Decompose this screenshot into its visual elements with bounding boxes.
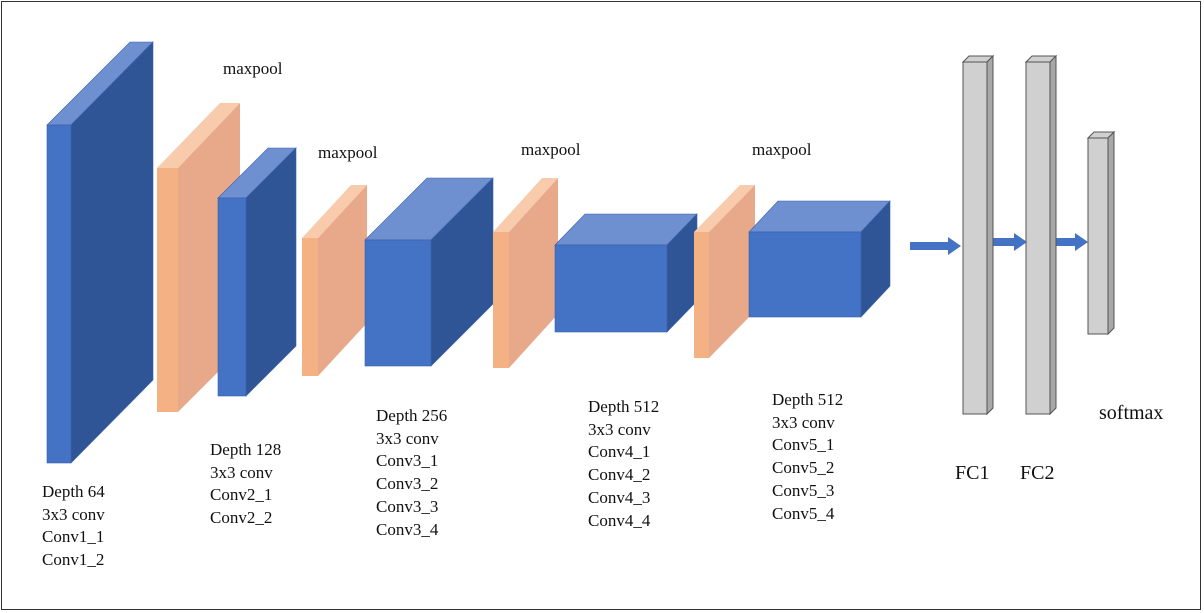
maxpool-label-3: maxpool <box>521 140 581 159</box>
maxpool-layer-3-top <box>493 178 558 232</box>
block-4-layer-1: Conv4_1 <box>588 442 651 462</box>
block-1-depth: Depth 64 <box>42 482 105 501</box>
block-5-layer-2: Conv5_2 <box>772 458 835 478</box>
block-3-kernel: 3x3 conv <box>376 428 439 448</box>
conv-block-1 <box>46 41 154 464</box>
fc1-layer <box>961 54 995 416</box>
block-3-depth: Depth 256 <box>376 406 448 425</box>
maxpool-label-4: maxpool <box>752 140 812 159</box>
block-4-depth: Depth 512 <box>588 397 660 416</box>
fc1-layer-front <box>962 61 988 415</box>
fc2-layer-side <box>1049 54 1057 416</box>
maxpool-layer-2-top <box>302 185 367 238</box>
fc1-label: FC1 <box>955 462 990 484</box>
softmax-layer-front <box>1087 137 1109 335</box>
block-2-layer-2: Conv2_2 <box>210 508 273 528</box>
block-5-kernel: 3x3 conv <box>772 412 835 432</box>
block-5-label: Depth 512 3x3 conv Conv5_1 Conv5_2 Conv5… <box>772 389 843 525</box>
fc1-layer-side <box>986 54 994 416</box>
block-3-layer-1: Conv3_1 <box>376 451 439 471</box>
block-4-layer-4: Conv4_4 <box>588 510 651 530</box>
maxpool-layer-2 <box>302 185 367 376</box>
block-3-layer-2: Conv3_2 <box>376 474 439 494</box>
block-2-layer-1: Conv2_1 <box>210 485 273 505</box>
block-2-depth: Depth 128 <box>210 440 282 459</box>
block-1-layer-1: Conv1_1 <box>42 527 105 547</box>
maxpool-layer-3-front <box>493 232 509 368</box>
maxpool-label-1: maxpool <box>223 59 283 78</box>
maxpool-layer-4 <box>694 185 755 358</box>
softmax-label: softmax <box>1099 402 1164 424</box>
block-4-kernel: 3x3 conv <box>588 419 651 439</box>
block-2-label: Depth 128 3x3 conv Conv2_1 Conv2_2 <box>210 439 281 530</box>
maxpool-layer-2-front <box>302 238 318 376</box>
block-4-layer-3: Conv4_3 <box>588 487 651 507</box>
flow-arrow-2 <box>992 233 1027 251</box>
fc2-layer-front <box>1025 61 1051 415</box>
maxpool-layer-3 <box>493 178 558 368</box>
block-3-layer-4: Conv3_4 <box>376 519 439 539</box>
maxpool-layer-4-front <box>694 232 709 358</box>
maxpool-layer-4-side <box>709 185 755 358</box>
maxpool-layer-2-side <box>318 185 367 376</box>
flow-arrow-3 <box>1053 233 1088 251</box>
maxpool-layer-3-side <box>509 178 558 368</box>
maxpool-layer-4-top <box>694 185 755 232</box>
block-1-label: Depth 64 3x3 conv Conv1_1 Conv1_2 <box>42 481 105 572</box>
conv-block-5-front <box>748 231 862 318</box>
block-3-label: Depth 256 3x3 conv Conv3_1 Conv3_2 Conv3… <box>376 405 447 541</box>
conv-block-3 <box>364 177 494 367</box>
block-5-layer-4: Conv5_4 <box>772 503 835 523</box>
block-3-layer-3: Conv3_3 <box>376 496 439 516</box>
conv-block-3-front <box>364 239 432 367</box>
conv-block-2-front <box>217 197 247 397</box>
softmax-layer <box>1086 130 1116 336</box>
block-1-layer-2: Conv1_2 <box>42 550 105 570</box>
block-5-layer-1: Conv5_1 <box>772 435 835 455</box>
block-4-layer-2: Conv4_2 <box>588 465 651 485</box>
conv-block-2 <box>217 147 297 397</box>
softmax-layer-side <box>1107 130 1115 336</box>
block-4-label: Depth 512 3x3 conv Conv4_1 Conv4_2 Conv4… <box>588 396 659 532</box>
fc2-layer <box>1024 54 1058 416</box>
maxpool-layer-1-top <box>157 103 240 168</box>
conv-block-1-front <box>46 124 72 464</box>
block-1-kernel: 3x3 conv <box>42 504 105 524</box>
conv-block-5 <box>748 200 891 318</box>
flow-arrow-1 <box>910 237 961 255</box>
block-5-layer-3: Conv5_3 <box>772 480 835 500</box>
block-2-kernel: 3x3 conv <box>210 462 273 482</box>
maxpool-layer-1-front <box>157 168 178 412</box>
block-5-depth: Depth 512 <box>772 390 844 409</box>
maxpool-label-2: maxpool <box>318 143 378 162</box>
conv-block-4 <box>554 213 698 333</box>
conv-block-4-front <box>554 244 668 333</box>
fc2-label: FC2 <box>1020 462 1055 484</box>
